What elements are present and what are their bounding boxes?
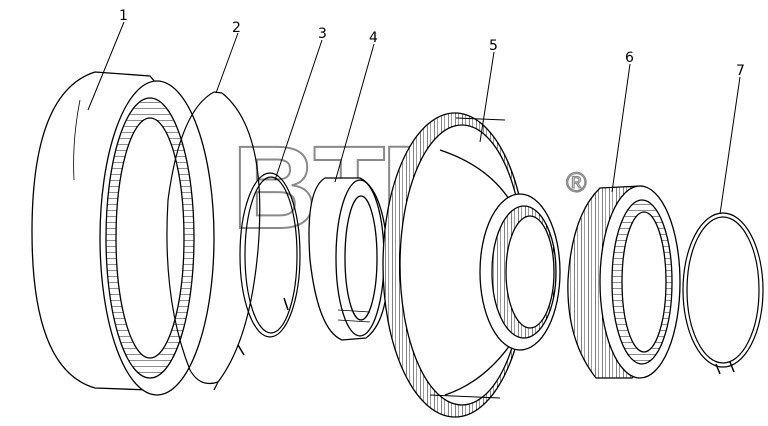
leader-lines: [87, 21, 741, 215]
callout-labels: 1 2 3 4 5 6 7: [119, 8, 745, 79]
watermark-registered-mark: ®: [566, 167, 587, 198]
part-splined-coupling: [567, 185, 681, 379]
callout-1: 1: [119, 8, 128, 24]
leader-line-1: [87, 21, 125, 111]
leader-line-3: [274, 39, 323, 181]
part-bearing: [308, 177, 389, 341]
part-ring-gear-housing: [31, 71, 215, 396]
leader-line-7: [719, 76, 741, 215]
callout-7: 7: [736, 63, 745, 79]
leader-line-2: [215, 32, 239, 94]
leader-line-4: [334, 43, 375, 183]
callout-2: 2: [232, 20, 241, 36]
part-small-snap-ring: [237, 172, 301, 356]
part-large-snap-ring: [166, 91, 261, 391]
callout-6: 6: [625, 50, 634, 66]
part-retaining-ring: [682, 212, 764, 375]
callout-3: 3: [318, 26, 327, 42]
leader-line-6: [611, 63, 631, 193]
callout-5: 5: [489, 38, 498, 54]
part-gear-hub: [382, 112, 561, 418]
callout-4: 4: [369, 30, 378, 46]
leader-line-5: [479, 51, 495, 143]
